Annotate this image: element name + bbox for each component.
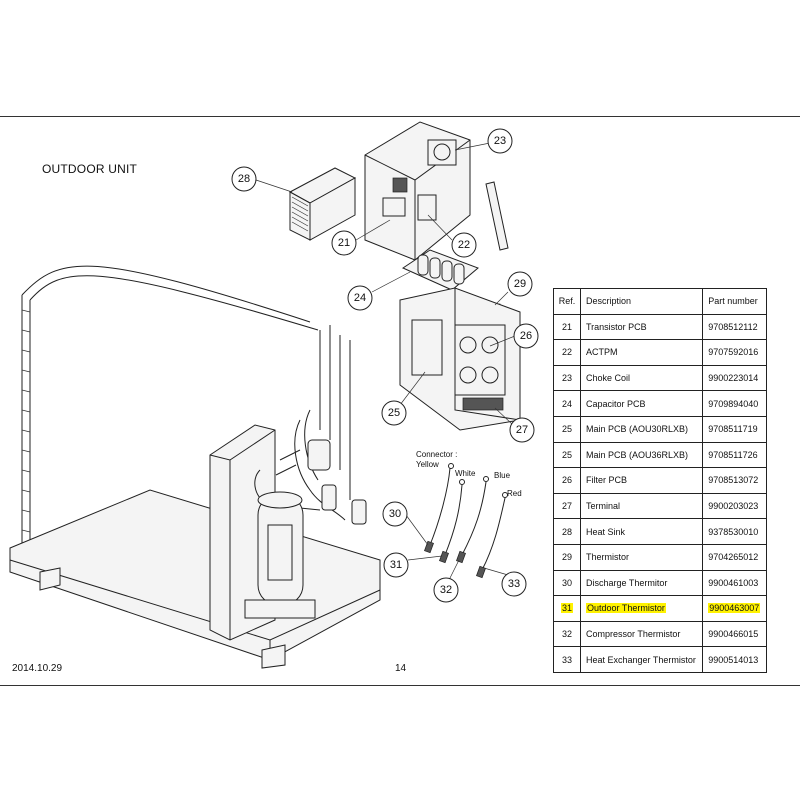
electrical-box-part (364, 121, 471, 261)
svg-text:33: 33 (508, 578, 520, 590)
table-row-highlighted: 31 Outdoor Thermistor 9900463007 (553, 595, 767, 622)
piping-assembly (254, 325, 367, 525)
callout-32: 32 (433, 577, 459, 603)
highlight-ref: 31 (560, 603, 573, 614)
callout-26: 26 (513, 323, 539, 349)
thermistor-wires: Connector : Yellow White Blue Red (416, 450, 522, 579)
main-pcb-panel-part (399, 287, 521, 431)
svg-text:30: 30 (389, 508, 401, 520)
header-description: Description (579, 288, 704, 315)
svg-text:26: 26 (520, 330, 532, 342)
svg-text:29: 29 (514, 278, 526, 290)
page-number: 14 (395, 663, 407, 674)
callout-23: 23 (487, 128, 513, 154)
svg-text:31: 31 (390, 559, 402, 571)
wire-label-red: Red (507, 489, 522, 498)
parts-table-header: Ref. Description Part number (553, 288, 767, 315)
callout-22: 22 (451, 232, 477, 258)
connector-label: Connector : (416, 450, 457, 459)
callout-29: 29 (507, 271, 533, 297)
header-part-number: Part number (702, 288, 767, 315)
svg-text:28: 28 (238, 173, 250, 185)
header-ref: Ref. (553, 288, 581, 315)
svg-text:23: 23 (494, 135, 506, 147)
page-title: OUTDOOR UNIT (42, 162, 138, 176)
callout-27: 27 (509, 417, 535, 443)
svg-text:24: 24 (354, 292, 366, 304)
highlight-description: Outdoor Thermistor (586, 603, 666, 614)
callout-21: 21 (331, 230, 357, 256)
svg-text:27: 27 (516, 424, 528, 436)
callout-24: 24 (347, 285, 373, 311)
top-rule (0, 116, 800, 117)
heat-sink-part (288, 167, 357, 241)
callout-31: 31 (383, 552, 409, 578)
svg-text:22: 22 (458, 239, 470, 251)
callout-33: 33 (501, 571, 527, 597)
callout-25: 25 (381, 400, 407, 426)
footer-date: 2014.10.29 (12, 663, 63, 674)
wire-label-blue: Blue (494, 471, 511, 480)
callout-30: 30 (382, 501, 408, 527)
bracket-part (485, 181, 509, 251)
highlight-part-number: 9900463007 (708, 603, 761, 614)
svg-text:21: 21 (338, 237, 350, 249)
callout-28: 28 (231, 166, 257, 192)
wire-label-white: White (455, 469, 476, 478)
svg-text:25: 25 (388, 407, 400, 419)
wire-label-yellow: Yellow (416, 460, 439, 469)
svg-text:32: 32 (440, 584, 452, 596)
bottom-rule (0, 685, 800, 686)
compressor-part (244, 491, 316, 619)
capacitor-pcb-part (401, 249, 479, 291)
